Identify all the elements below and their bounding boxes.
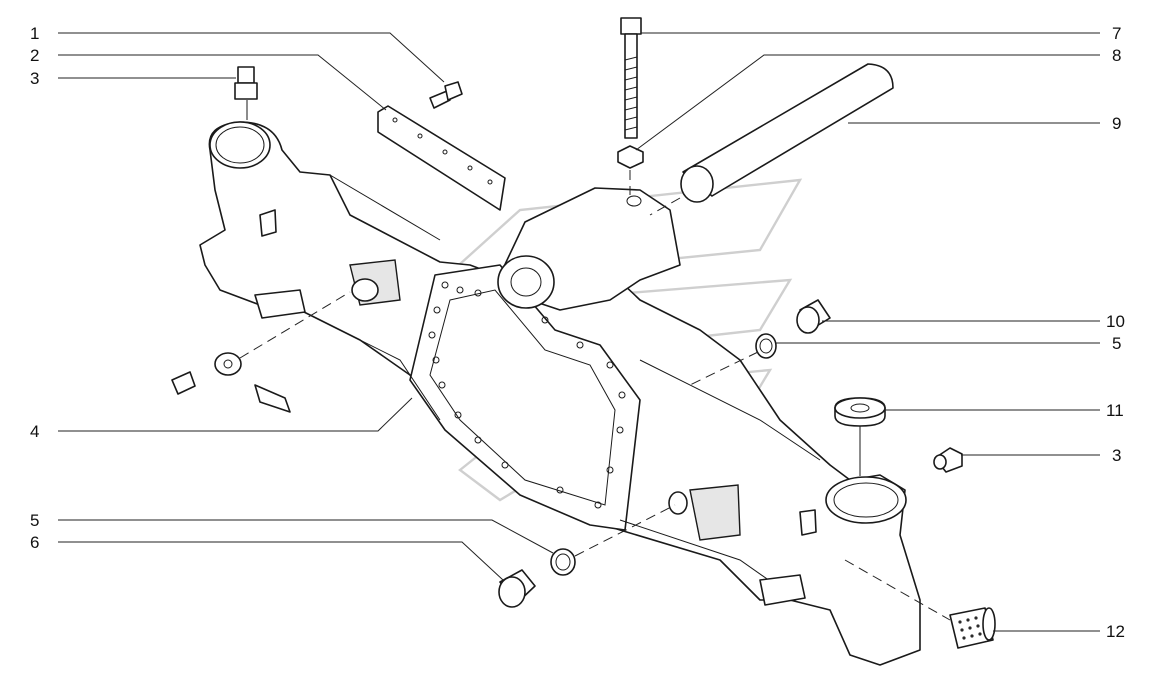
callout-5-lower: 5 [30,511,39,530]
o-ring-upper [689,333,777,386]
callout-7: 7 [1112,24,1121,43]
callout-11: 11 [1106,401,1124,420]
sensor-assembly [171,291,351,413]
bolt-small [429,81,463,109]
callout-8: 8 [1112,46,1121,65]
callout-labels: 1 2 3 4 5 6 7 8 9 10 5 11 3 12 [30,24,1125,641]
o-ring-lower [550,548,576,576]
callout-10: 10 [1106,312,1125,331]
leader-lines [58,32,1100,632]
callout-12: 12 [1106,622,1125,641]
callout-2: 2 [30,46,39,65]
callout-3-right: 3 [1112,446,1121,465]
bushing [844,559,996,649]
callout-3-left: 3 [30,69,39,88]
pivot-pin [649,63,894,216]
plug-lower [498,504,676,608]
callout-5-upper: 5 [1112,334,1121,353]
callout-4: 4 [30,422,39,441]
mounting-plate [377,105,506,211]
callout-9: 9 [1112,114,1121,133]
callout-6: 6 [30,533,39,552]
long-bolt [620,17,642,139]
thrust-washer [834,397,886,476]
grease-fitting-left [234,66,258,120]
callout-1: 1 [30,24,39,43]
axle-housing [199,121,921,666]
grease-fitting-right [933,447,963,473]
plug-right [796,299,831,334]
nut [617,145,644,195]
